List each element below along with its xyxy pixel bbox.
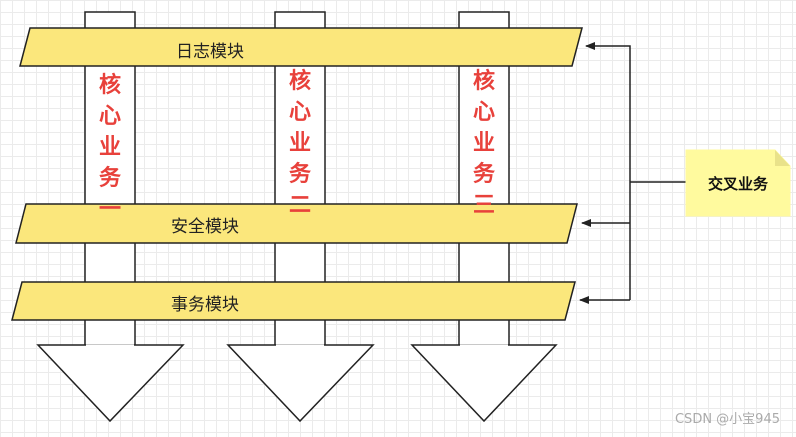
core-business-1-char-2: 心	[98, 104, 121, 129]
cross-cutting-note	[685, 149, 791, 217]
cross-cutting-note-label: 交叉业务	[707, 175, 768, 193]
core-business-2-char-1: 核	[288, 69, 311, 94]
security-module-band	[15, 203, 578, 244]
core-business-3-char-2: 心	[472, 100, 495, 125]
core-business-2-char-2: 心	[288, 100, 311, 125]
security-module-label: 安全模块	[171, 217, 239, 237]
log-module-band	[19, 27, 583, 67]
core-business-3-char-5: 三	[472, 193, 495, 218]
transaction-module-band	[11, 281, 576, 321]
core-business-3-label: 核 心 业 务 三	[459, 66, 509, 221]
watermark: CSDN @小宝945	[674, 412, 780, 427]
cross-cutting-connectors	[579, 42, 686, 304]
core-business-1-char-5: 一	[98, 197, 121, 222]
core-business-1-char-4: 务	[98, 166, 121, 191]
transaction-module-label: 事务模块	[171, 295, 239, 315]
core-business-2-char-3: 业	[288, 131, 311, 156]
core-business-2-char-4: 务	[288, 162, 311, 187]
log-module-label: 日志模块	[176, 42, 244, 62]
core-business-1-label: 核 心 业 务 一	[85, 70, 135, 225]
core-business-3-char-1: 核	[472, 69, 495, 94]
core-business-1-char-3: 业	[98, 135, 121, 160]
core-business-2-label: 核 心 业 务 二	[275, 66, 325, 221]
core-business-3-char-4: 务	[472, 162, 495, 187]
core-business-3-char-3: 业	[472, 131, 495, 156]
core-business-1-char-1: 核	[98, 73, 121, 98]
core-business-2-char-5: 二	[288, 193, 311, 218]
